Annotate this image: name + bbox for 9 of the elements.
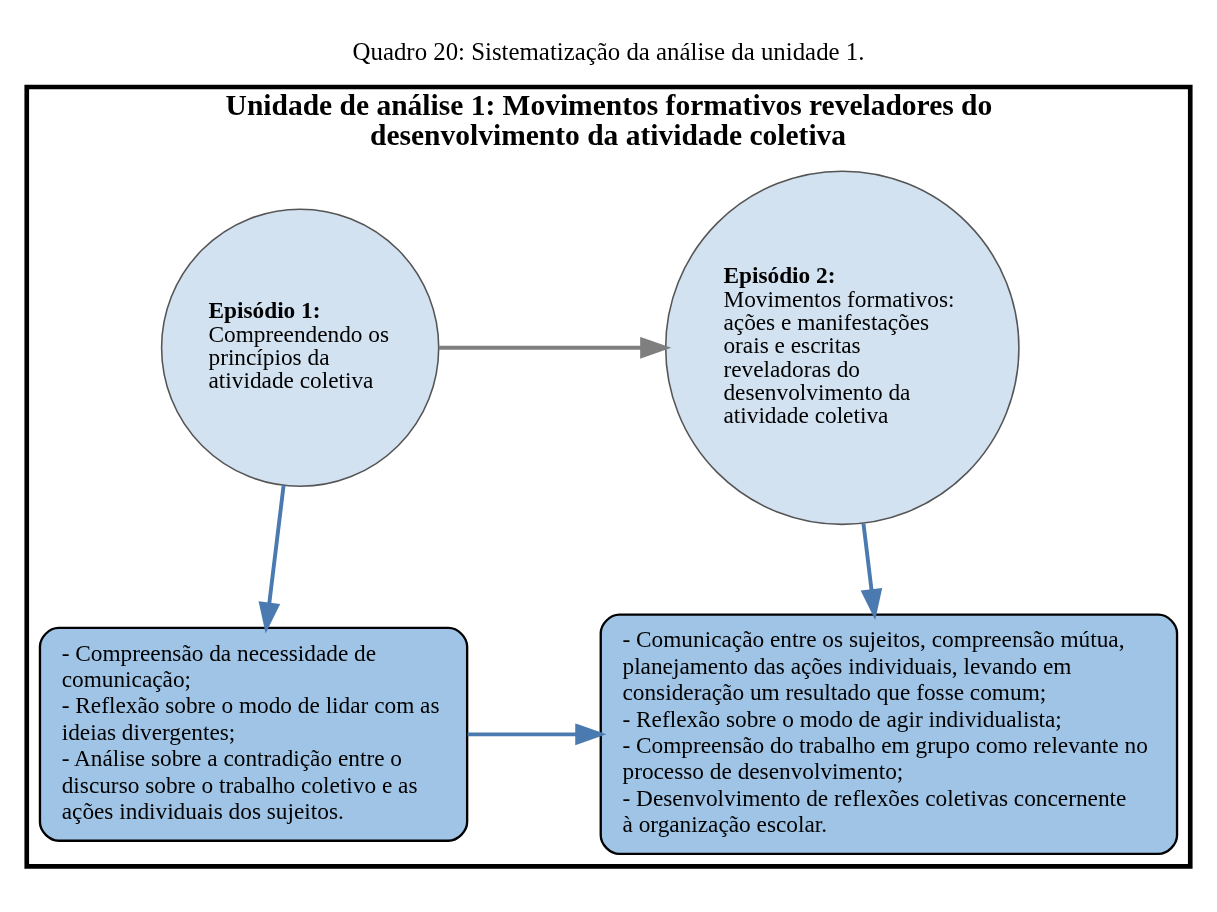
arrow xyxy=(467,722,607,745)
node-circle: Episódio 2: Movimentos formativos: ações e manifestações orais e escritas reveladoras do desenvolvimento da atividade coletiva xyxy=(664,169,1020,525)
arrow xyxy=(258,484,286,633)
node-circle: Episódio 1: Compreendendo os princípios da atividade coletiva xyxy=(160,207,440,487)
node-box: - Comunicação entre os sujeitos, compreensão mútua, planejamento das ações individuais, levando em consideração um resultado que fosse comum; - Reflexão sobre o modo de agir individualista; - Compreensão do trabalho em grupo como relevante no processo de desenvolvimento; - Desenvolvimento de reflexões coletivas concernente à organização escolar. xyxy=(599,613,1179,855)
arrow xyxy=(438,336,672,359)
node-box: - Compreensão da necessidade de comunicação; - Reflexão sobre o modo de lidar com as ideias divergentes; - Análise sobre a contradição entre o discurso sobre o trabalho coletivo e as ações individuais dos sujeitos. xyxy=(38,626,469,842)
caption: Quadro 20: Sistematização da análise da unidade 1. xyxy=(352,37,865,65)
arrow xyxy=(860,522,883,620)
